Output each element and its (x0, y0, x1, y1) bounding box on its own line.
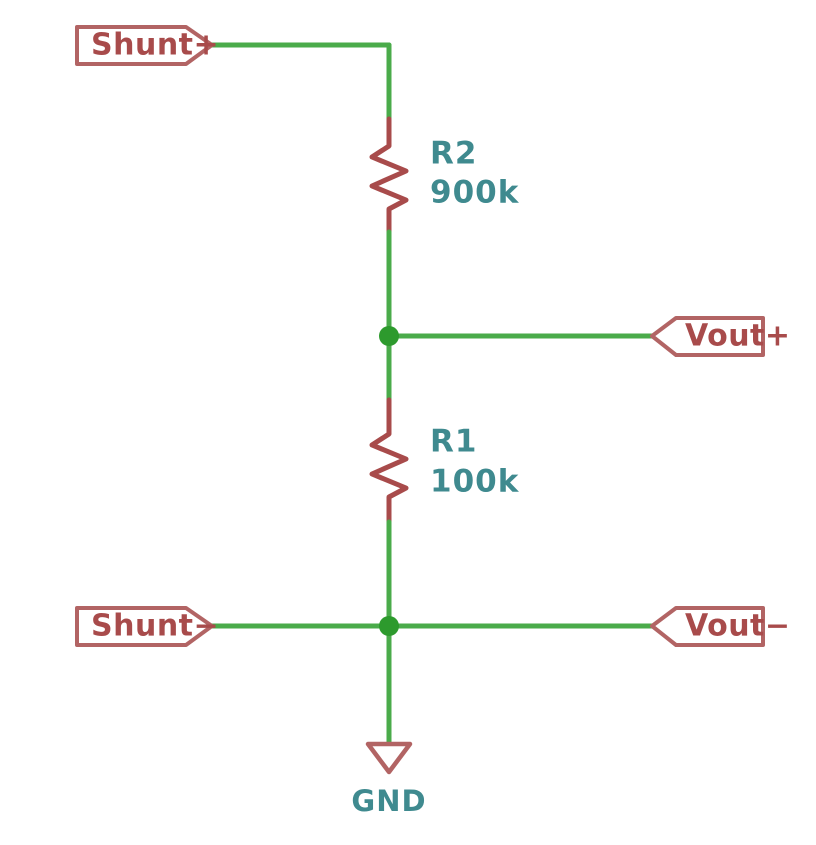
component-r2[interactable]: R2 900k (369, 116, 520, 235)
port-shunt-minus[interactable]: Shunt− (75, 606, 219, 647)
r2-reference-label: R2 (430, 136, 477, 172)
net-ground (209, 519, 655, 745)
r1-reference-label: R1 (430, 424, 477, 460)
r2-zigzag (369, 138, 409, 217)
component-r1[interactable]: R1 100k (369, 397, 520, 525)
port-vout-plus-label: Vout+ (685, 319, 791, 354)
junction-dot-ground (379, 616, 399, 636)
net-mid (386, 229, 655, 403)
port-shunt-minus-outline (75, 606, 214, 647)
ground-symbol[interactable]: GND (351, 741, 426, 818)
net-shunt-plus (209, 42, 392, 122)
ground-triangle-icon (365, 741, 413, 775)
port-shunt-plus[interactable]: Shunt+ (75, 25, 219, 66)
port-vout-minus-label: Vout− (685, 609, 791, 644)
r2-value-label: 900k (430, 175, 520, 211)
port-vout-minus[interactable]: Vout− (650, 606, 791, 647)
r1-value-label: 100k (430, 464, 520, 500)
port-vout-plus[interactable]: Vout+ (650, 316, 791, 357)
port-shunt-plus-outline (75, 25, 214, 66)
ground-label: GND (351, 784, 426, 818)
r1-zigzag (369, 427, 409, 505)
port-vout-plus-outline (650, 316, 765, 357)
port-shunt-minus-label: Shunt− (91, 609, 219, 644)
port-shunt-plus-label: Shunt+ (91, 28, 219, 63)
junction-dot-vout-plus (379, 326, 399, 346)
port-vout-minus-outline (650, 606, 765, 647)
